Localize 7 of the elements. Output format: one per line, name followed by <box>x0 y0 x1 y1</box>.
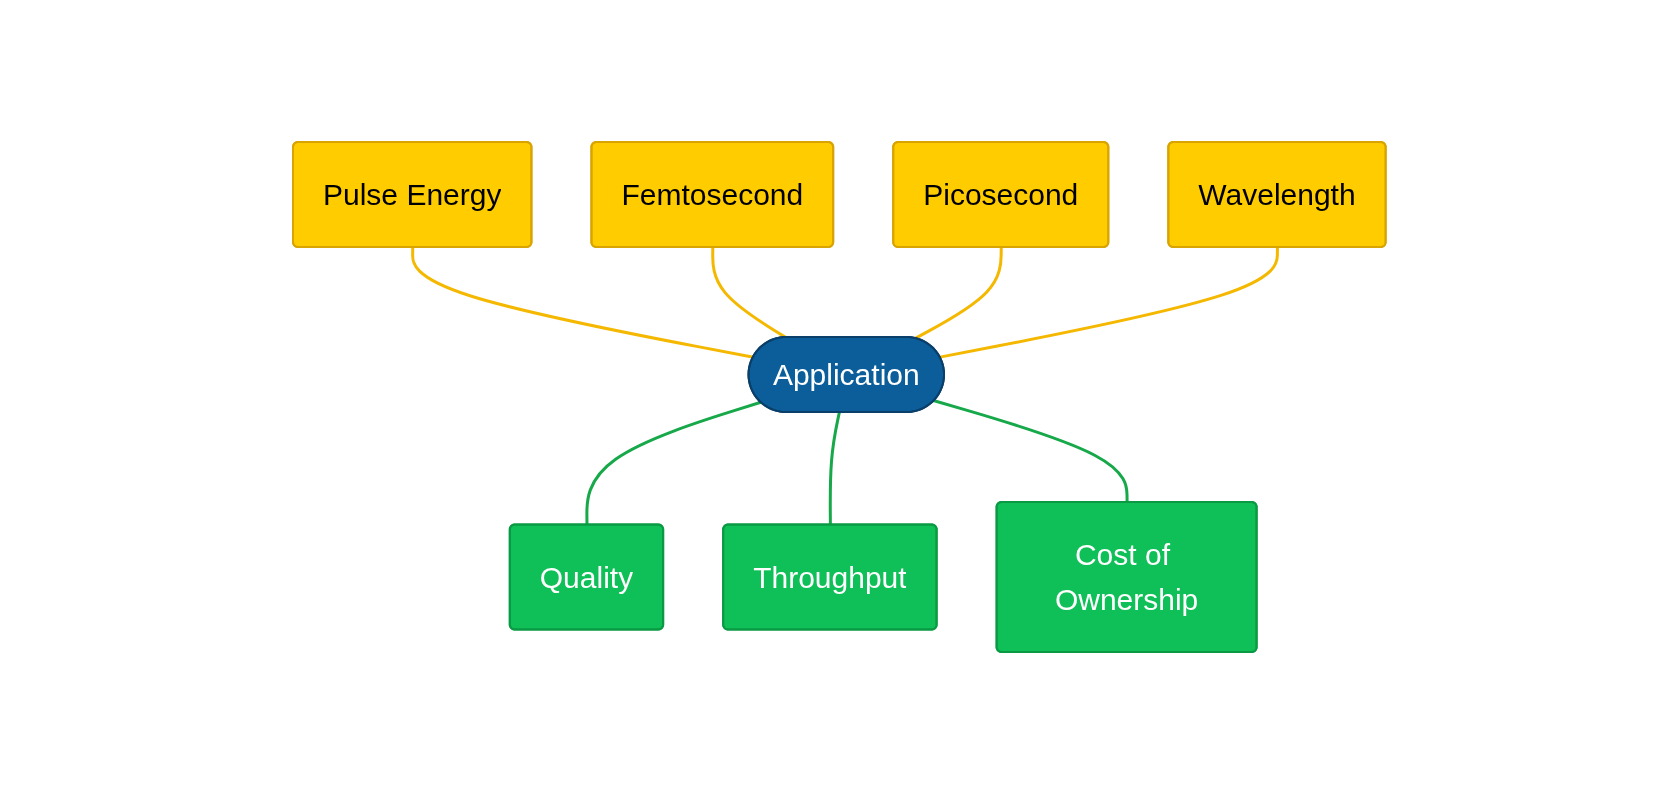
connector <box>933 399 1129 503</box>
connector <box>914 247 1003 340</box>
connector <box>939 247 1279 359</box>
connector <box>828 412 841 525</box>
connector <box>585 400 761 525</box>
connector <box>410 247 754 359</box>
connector <box>710 247 787 339</box>
